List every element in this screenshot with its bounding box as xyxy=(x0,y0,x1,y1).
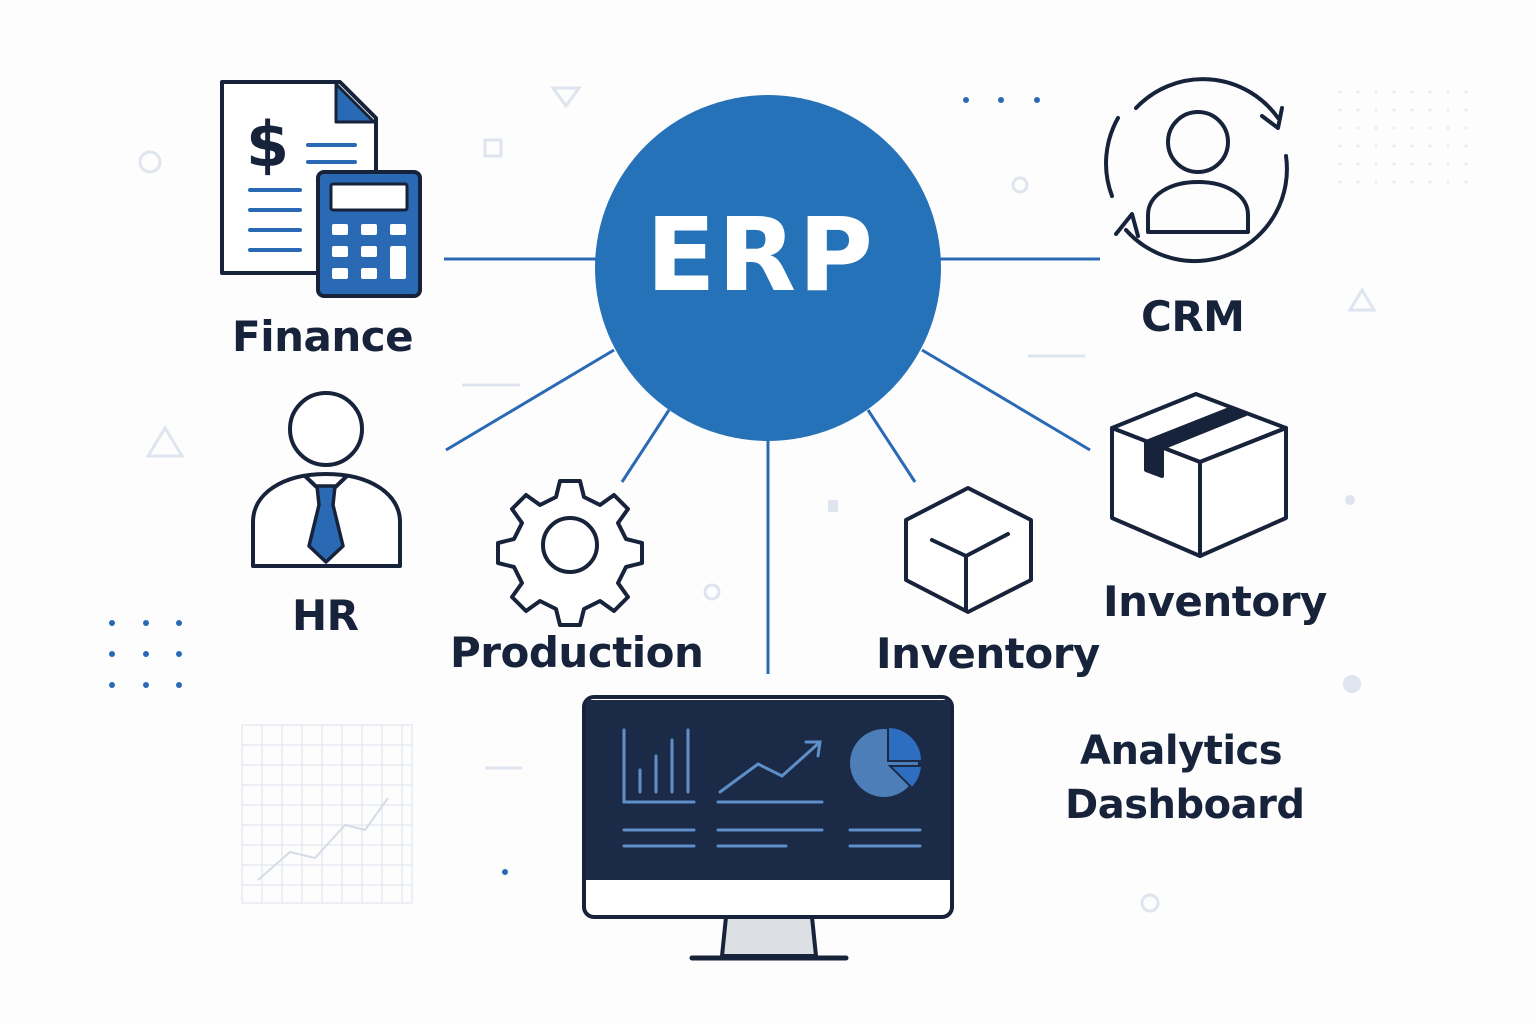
customer-cycle-icon xyxy=(1104,77,1289,264)
connector-inventory-small xyxy=(866,409,917,483)
inventory-small-label: Inventory xyxy=(876,629,1100,678)
background-decorations xyxy=(138,86,1377,913)
package-box-icon xyxy=(1110,392,1288,558)
employee-icon xyxy=(251,391,402,568)
analytics-label-line2: Dashboard xyxy=(1065,782,1305,828)
connector-lines xyxy=(444,257,1100,674)
gear-icon xyxy=(496,479,644,627)
faint-grid-chart xyxy=(241,724,413,904)
connector-production xyxy=(620,409,671,483)
crm-label: CRM xyxy=(1141,292,1245,341)
erp-hub-circle xyxy=(595,95,941,441)
svg-text:$: $ xyxy=(246,108,289,181)
dot-grid-left xyxy=(109,620,182,688)
inventory-large-label: Inventory xyxy=(1103,577,1327,626)
hr-label: HR xyxy=(292,591,359,640)
monitor-dashboard-icon xyxy=(582,695,954,961)
erp-hub-label: ERP xyxy=(646,196,875,315)
invoice-calculator-icon: $ xyxy=(220,80,422,298)
connector-hr xyxy=(445,348,615,452)
analytics-label-line1: Analytics xyxy=(1080,728,1283,774)
decor-dots xyxy=(828,495,1361,693)
dot-row-top xyxy=(502,97,1040,875)
cube-icon xyxy=(904,486,1033,614)
connector-inventory-large xyxy=(921,348,1091,452)
finance-label: Finance xyxy=(232,312,414,361)
production-label: Production xyxy=(450,628,704,677)
dot-grid-faint-right xyxy=(1338,90,1468,184)
